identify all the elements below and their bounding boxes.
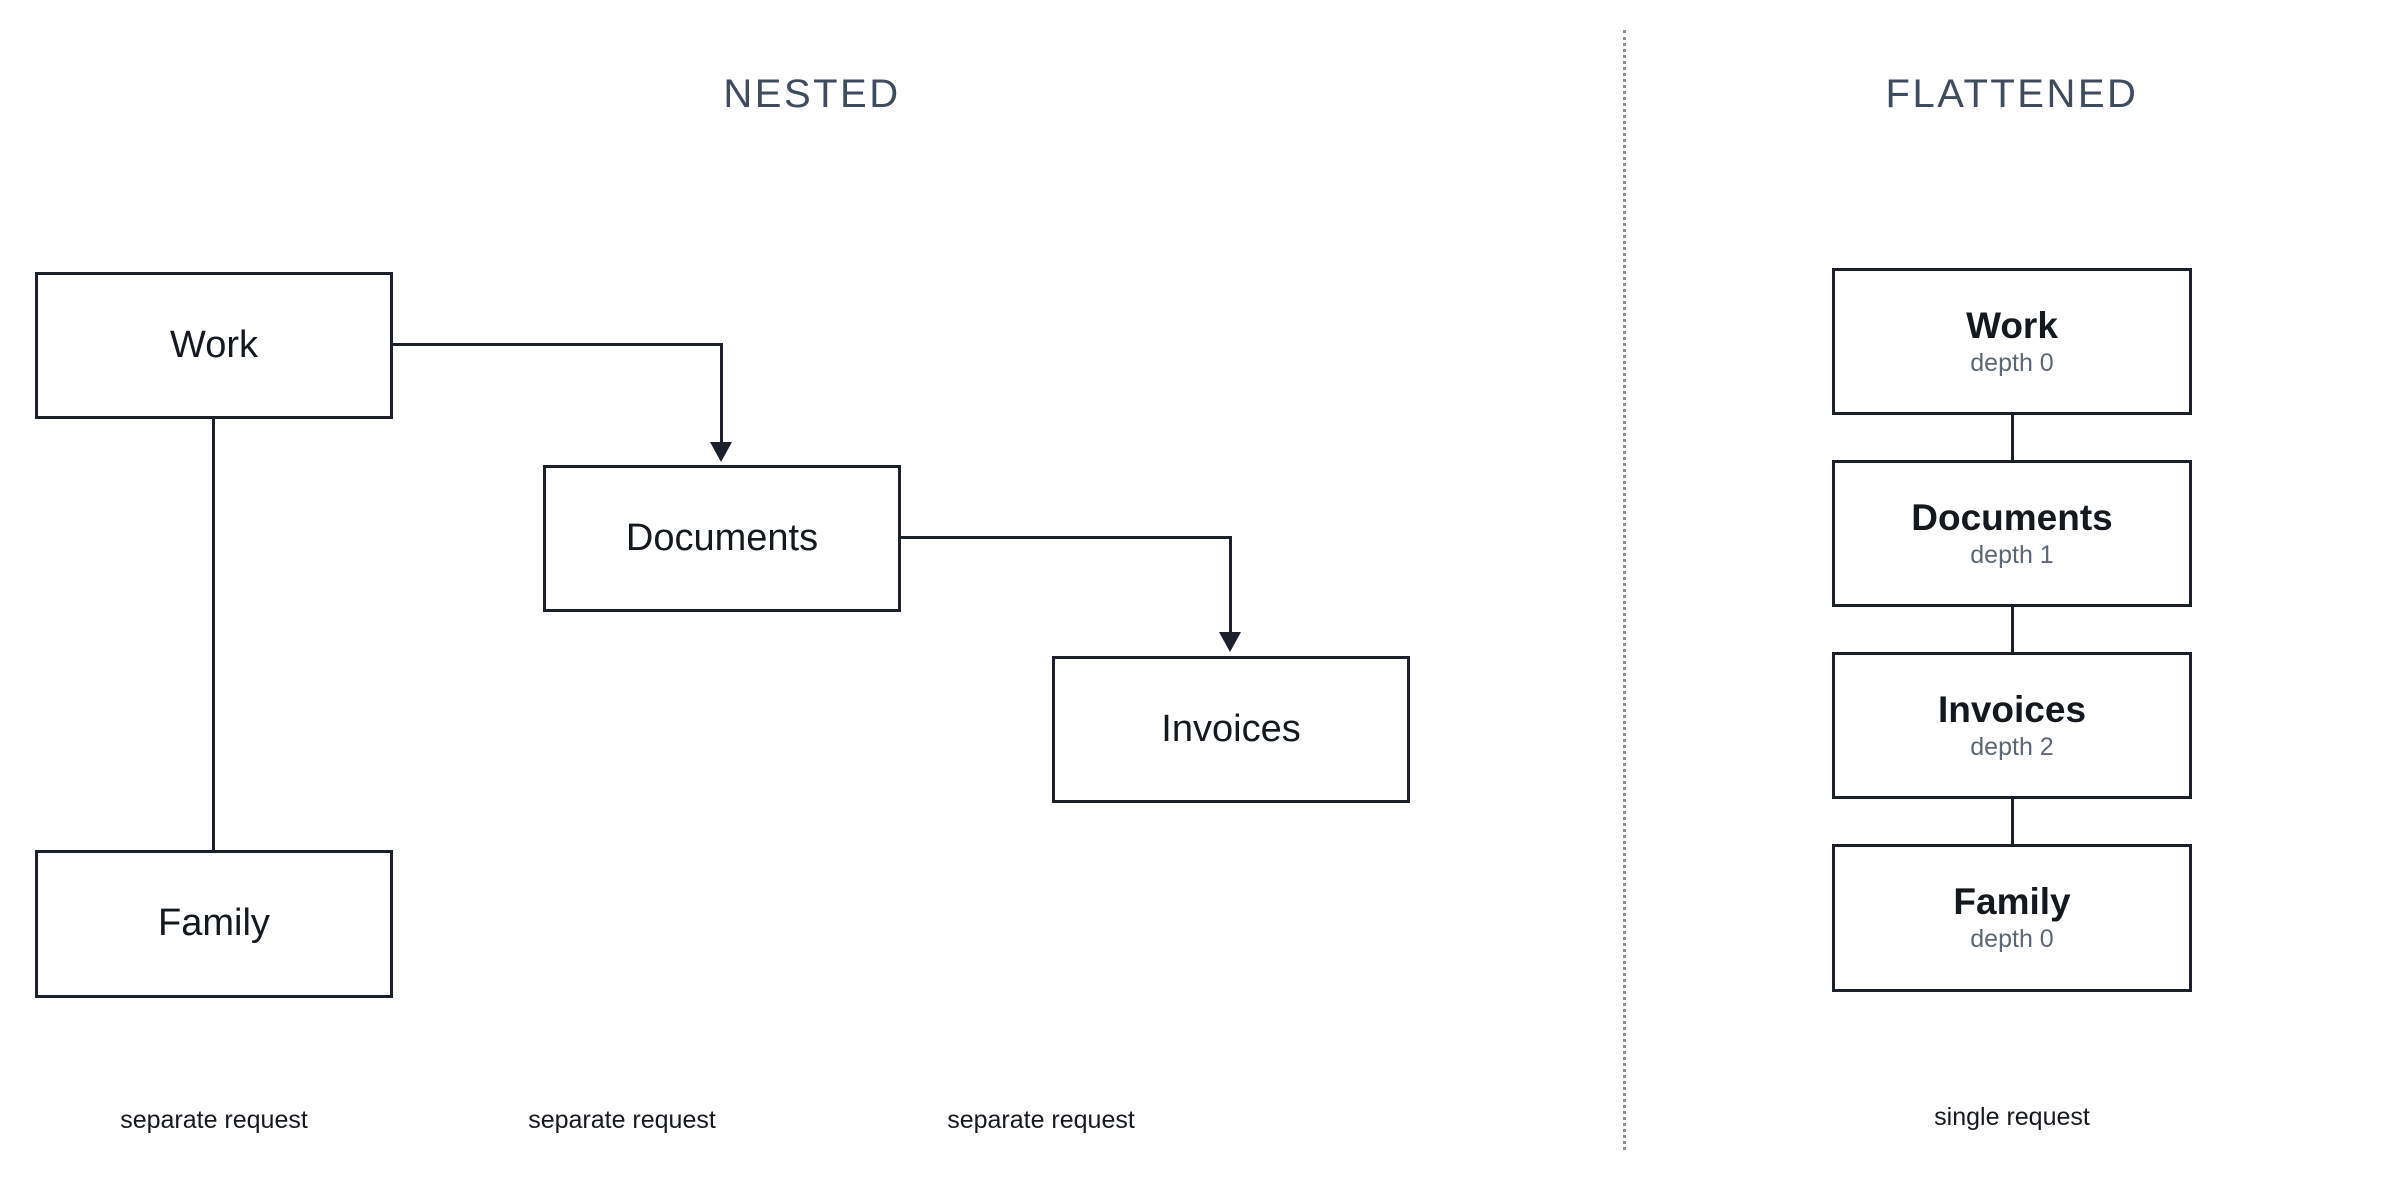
node-label: Work bbox=[1966, 304, 2058, 346]
flattened-node-invoices[interactable]: Invoices depth 2 bbox=[1832, 652, 2192, 799]
node-depth-label: depth 2 bbox=[1970, 732, 2054, 761]
nested-section-title: NESTED bbox=[723, 72, 901, 116]
connector-documents-invoices-horizontal bbox=[901, 536, 1232, 539]
node-depth-label: depth 0 bbox=[1970, 348, 2054, 377]
caption-separate-request-3: separate request bbox=[947, 1106, 1135, 1134]
node-label: Documents bbox=[625, 516, 819, 559]
arrowhead-icon-documents-invoices bbox=[1219, 632, 1241, 652]
connector-work-documents-horizontal bbox=[393, 343, 723, 346]
node-label: Invoices bbox=[1161, 707, 1301, 750]
node-label: Family bbox=[1953, 881, 2071, 923]
connector-work-documents-vertical bbox=[720, 343, 723, 444]
node-depth-label: depth 0 bbox=[1970, 925, 2054, 954]
caption-single-request: single request bbox=[1934, 1103, 2090, 1131]
nested-node-documents[interactable]: Documents bbox=[543, 465, 901, 612]
node-label: Invoices bbox=[1937, 688, 2087, 730]
caption-separate-request-2: separate request bbox=[528, 1106, 716, 1134]
flattened-node-work[interactable]: Work depth 0 bbox=[1832, 268, 2192, 415]
connector-flattened-0-1 bbox=[2011, 414, 2014, 462]
connector-documents-invoices-vertical bbox=[1229, 536, 1232, 634]
arrowhead-icon-work-documents bbox=[710, 442, 732, 462]
nested-node-invoices[interactable]: Invoices bbox=[1052, 656, 1410, 803]
nested-node-work[interactable]: Work bbox=[35, 272, 393, 419]
connector-flattened-1-2 bbox=[2011, 606, 2014, 654]
nested-node-family[interactable]: Family bbox=[35, 850, 393, 998]
flattened-node-documents[interactable]: Documents depth 1 bbox=[1832, 460, 2192, 607]
node-label: Family bbox=[158, 902, 270, 945]
node-label: Documents bbox=[1911, 496, 2113, 538]
connector-work-family-vertical bbox=[212, 419, 215, 851]
section-divider bbox=[1623, 30, 1626, 1150]
flattened-section-title: FLATTENED bbox=[1885, 72, 2139, 116]
node-depth-label: depth 1 bbox=[1970, 540, 2054, 569]
connector-flattened-2-3 bbox=[2011, 798, 2014, 846]
node-label: Work bbox=[170, 323, 258, 366]
flattened-node-family[interactable]: Family depth 0 bbox=[1832, 844, 2192, 992]
caption-separate-request-1: separate request bbox=[120, 1106, 308, 1134]
